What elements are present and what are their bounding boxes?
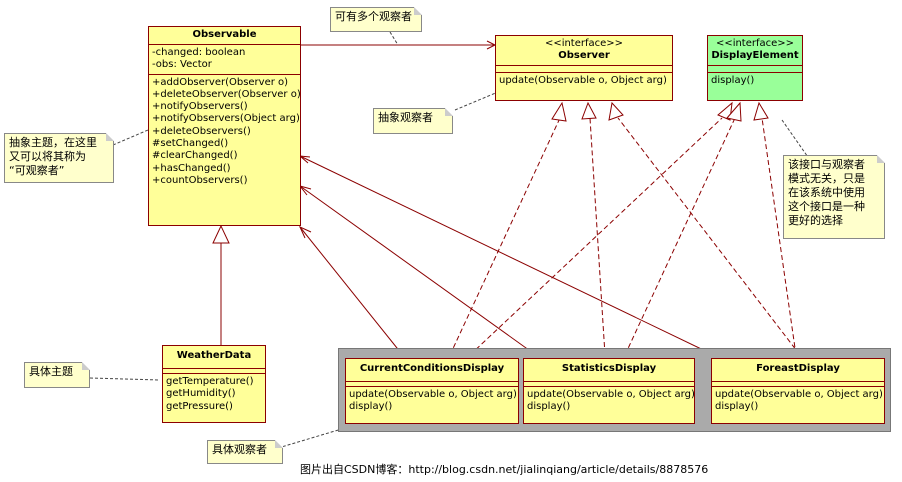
method: display() (711, 75, 755, 86)
note-text: 又可以将其称为 (9, 150, 86, 163)
forecast-methods: update(Observable o, Object arg) display… (712, 387, 884, 416)
note-connector (454, 91, 499, 111)
observable-class[interactable]: Observable -changed: boolean -obs: Vecto… (148, 26, 301, 226)
realization-line (617, 117, 801, 356)
note-text: 模式无关，只是 (788, 172, 865, 185)
statistics-display-name: StatisticsDisplay (524, 359, 694, 382)
observer-methods: update(Observable o, Object arg) (496, 73, 672, 89)
note-text: 具体观察者 (212, 443, 267, 456)
method: +notifyObservers(Object arg) (152, 113, 300, 125)
attribute: -obs: Vector (152, 59, 212, 71)
method: update(Observable o, Object arg) (349, 389, 517, 400)
method: display() (527, 401, 571, 413)
note-connector (112, 129, 149, 146)
realization-line (469, 117, 723, 356)
generalization-triangle (212, 224, 230, 244)
note-multiple-observers: 可有多个观察者 (330, 7, 422, 32)
method: display() (349, 401, 393, 413)
display-element-header: <<interface>> DisplayElement (708, 36, 802, 66)
empty-section (712, 382, 884, 387)
weatherdata-methods: getTemperature() getHumidity() getPressu… (163, 374, 265, 415)
display-element-interface-name: DisplayElement (711, 50, 799, 61)
method: update(Observable o, Object arg) (499, 75, 667, 86)
statistics-methods: update(Observable o, Object arg) display… (524, 387, 695, 416)
note-text: 抽象主题，在这里 (9, 136, 97, 149)
method: update(Observable o, Object arg) (527, 389, 695, 400)
observable-class-name: Observable (149, 27, 300, 45)
attribute: -changed: boolean (152, 47, 246, 58)
statistics-display-class[interactable]: StatisticsDisplay update(Observable o, O… (523, 358, 695, 424)
realization-line (624, 117, 736, 356)
note-text: 具体主题 (29, 365, 73, 378)
method: display() (715, 401, 759, 413)
note-text: 更好的选择 (788, 214, 843, 227)
note-text: 该接口与观察者 (788, 158, 865, 171)
method: +countObservers() (152, 174, 248, 186)
method: +hasChanged() (152, 162, 231, 174)
display-element-methods: display() (708, 73, 802, 89)
forecast-display-class[interactable]: ForeastDisplay update(Observable o, Obje… (711, 358, 885, 424)
method: update(Observable o, Object arg) (715, 389, 883, 400)
empty-section (163, 369, 265, 374)
method: getPressure() (166, 400, 233, 412)
empty-section (708, 66, 802, 73)
note-text: “可观察者” (9, 164, 65, 177)
method: +deleteObserver(Observer o) (152, 88, 301, 100)
empty-section (346, 382, 518, 387)
note-connector (89, 377, 161, 381)
method: #clearChanged() (152, 150, 238, 162)
method: getHumidity() (166, 388, 236, 400)
stereotype: <<interface>> (544, 38, 624, 49)
note-text: 这个接口是一种 (788, 200, 865, 213)
observer-interface[interactable]: <<interface>> Observer update(Observable… (495, 35, 673, 101)
current-conditions-methods: update(Observable o, Object arg) display… (346, 387, 518, 416)
note-concrete-subject: 具体主题 (24, 362, 90, 388)
display-subject-line (299, 155, 721, 359)
method: +notifyObservers() (152, 101, 248, 113)
note-text: 可有多个观察者 (335, 10, 412, 23)
note-connector (781, 119, 811, 161)
empty-section (496, 66, 672, 73)
realization-line (589, 117, 606, 356)
empty-section (524, 382, 694, 387)
note-abstract-observer: 抽象观察者 (373, 108, 453, 134)
current-conditions-display-class[interactable]: CurrentConditionsDisplay update(Observab… (345, 358, 519, 424)
note-text: 抽象观察者 (378, 111, 433, 124)
observer-header: <<interface>> Observer (496, 36, 672, 66)
note-connector (277, 427, 346, 449)
method: #setChanged() (152, 138, 229, 150)
method: +deleteObservers() (152, 125, 251, 137)
weatherdata-class-name: WeatherData (163, 346, 265, 369)
image-caption: 图片出自CSDN博客：http://blog.csdn.net/jialinqi… (300, 463, 709, 476)
method: +addObserver(Observer o) (152, 76, 289, 88)
note-connector (389, 31, 399, 46)
display-subject-line (299, 185, 541, 359)
display-element-interface[interactable]: <<interface>> DisplayElement display() (707, 35, 803, 101)
note-concrete-observer: 具体观察者 (207, 440, 283, 464)
method: getTemperature() (166, 376, 254, 387)
stereotype: <<interface>> (715, 38, 795, 49)
realization-line (449, 117, 561, 356)
forecast-display-name: ForeastDisplay (712, 359, 884, 382)
note-abstract-subject: 抽象主题，在这里 又可以将其称为 “可观察者” (4, 133, 114, 183)
observable-attributes: -changed: boolean -obs: Vector (149, 45, 300, 75)
note-display-interface: 该接口与观察者 模式无关，只是 在该系统中使用 这个接口是一种 更好的选择 (783, 155, 885, 239)
weatherdata-class[interactable]: WeatherData getTemperature() getHumidity… (162, 345, 266, 423)
observable-methods: +addObserver(Observer o) +deleteObserver… (149, 75, 301, 190)
observer-interface-name: Observer (558, 50, 610, 61)
current-conditions-display-name: CurrentConditionsDisplay (346, 359, 518, 382)
note-text: 在该系统中使用 (788, 186, 865, 199)
display-subject-line (299, 226, 406, 359)
